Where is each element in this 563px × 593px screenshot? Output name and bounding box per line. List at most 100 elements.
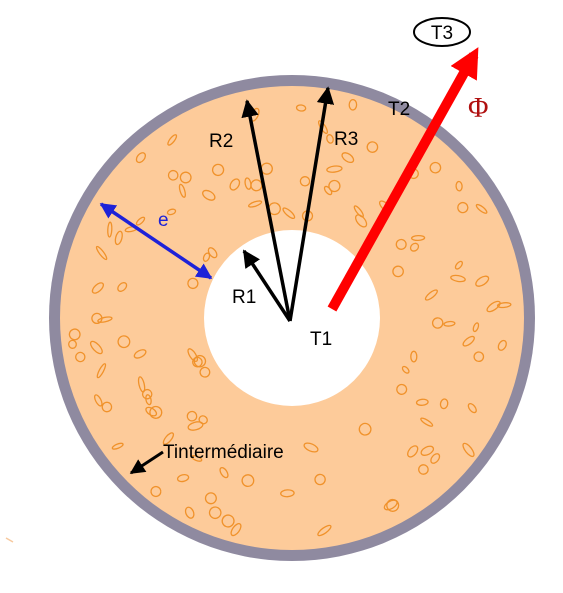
insulation-particle bbox=[431, 317, 444, 329]
insulation-particle bbox=[135, 152, 147, 164]
insulation-particle bbox=[418, 464, 429, 475]
insulation-particle bbox=[341, 152, 355, 164]
insulation-particle bbox=[348, 98, 358, 111]
insulation-particle bbox=[219, 466, 229, 479]
insulation-particle bbox=[176, 473, 190, 483]
intermediate-pointer-arrow bbox=[129, 450, 164, 475]
insulation-particle bbox=[250, 179, 263, 192]
insulation-particle bbox=[303, 442, 319, 453]
insulation-particle bbox=[396, 383, 408, 395]
insulation-particle bbox=[198, 415, 208, 425]
insulation-particle bbox=[457, 201, 469, 214]
insulation-particle bbox=[179, 171, 192, 184]
insulation-particle bbox=[326, 134, 334, 144]
label-thickness: e bbox=[158, 210, 169, 231]
radius-r3-arrow bbox=[288, 86, 335, 322]
insulation-particle bbox=[184, 506, 195, 519]
insulation-particle bbox=[401, 365, 410, 374]
insulation-particle bbox=[392, 265, 404, 278]
insulation-particle bbox=[409, 242, 420, 252]
insulation-particle bbox=[473, 351, 485, 363]
insulation-particle bbox=[410, 234, 426, 242]
insulation-particle bbox=[244, 177, 252, 190]
insulation-particle bbox=[410, 350, 418, 363]
insulation-particle bbox=[96, 363, 107, 379]
insulation-particle bbox=[211, 163, 225, 177]
insulation-particle bbox=[247, 200, 263, 208]
radius-r2-arrow bbox=[241, 99, 292, 322]
insulation-particle bbox=[301, 210, 314, 222]
insulation-particle bbox=[424, 289, 438, 301]
insulation-particle bbox=[187, 348, 199, 363]
insulation-particle bbox=[167, 169, 179, 181]
label-r1: R1 bbox=[232, 287, 256, 308]
insulation-particle bbox=[101, 401, 113, 413]
insulation-particle bbox=[299, 176, 311, 187]
t3-ambient-bubble bbox=[413, 17, 471, 47]
insulation-particle bbox=[415, 398, 429, 406]
insulation-particle bbox=[496, 302, 512, 309]
insulation-particle bbox=[358, 422, 372, 436]
insulation-particle bbox=[450, 274, 466, 283]
insulation-particle bbox=[455, 180, 463, 192]
insulation-particle bbox=[93, 394, 103, 407]
insulation-particle bbox=[91, 282, 105, 294]
insulation-particle bbox=[178, 183, 186, 198]
insulation-particle bbox=[420, 445, 435, 456]
insulation-particle bbox=[366, 141, 379, 153]
insulation-particle bbox=[407, 445, 419, 458]
insulation-particle bbox=[420, 417, 434, 427]
insulation-particle bbox=[221, 514, 235, 528]
insulation-particle bbox=[199, 366, 211, 378]
insulation-particle bbox=[229, 178, 241, 191]
insulation-particle bbox=[117, 335, 131, 349]
insulation-particle bbox=[167, 134, 178, 146]
insulation-particle bbox=[280, 489, 295, 498]
insulation-particle bbox=[241, 474, 255, 488]
insulation-particle bbox=[472, 322, 480, 333]
insulation-particle bbox=[204, 492, 217, 505]
insulation-particle bbox=[475, 203, 488, 214]
insulation-particle bbox=[91, 312, 103, 325]
insulation-particle bbox=[429, 161, 442, 174]
insulation-particle bbox=[443, 320, 456, 327]
insulation-particle bbox=[295, 104, 307, 112]
insulation-particle bbox=[202, 189, 216, 201]
insulation-particle bbox=[68, 328, 81, 341]
insulation-particle bbox=[145, 394, 152, 406]
insulation-particle bbox=[191, 454, 203, 462]
label-r3: R3 bbox=[334, 129, 358, 150]
label-t2: T2 bbox=[388, 99, 410, 120]
insulation-particle bbox=[162, 432, 175, 445]
insulation-particle bbox=[133, 349, 147, 359]
insulation-particle bbox=[462, 335, 475, 347]
insulation-particle bbox=[111, 442, 124, 450]
insulation-particle bbox=[326, 165, 343, 173]
insulation-particle bbox=[149, 405, 163, 419]
insulation-particle bbox=[317, 524, 332, 537]
insulation-particle bbox=[314, 473, 326, 486]
insulation-particle bbox=[117, 282, 128, 292]
insulation-particle bbox=[68, 339, 77, 349]
insulation-particle bbox=[75, 351, 86, 363]
insulation-particle bbox=[282, 207, 296, 220]
insulation-particle bbox=[141, 388, 153, 400]
insulation-particle bbox=[186, 410, 198, 422]
insulation-particle bbox=[475, 275, 490, 287]
insulation-particle bbox=[208, 506, 222, 520]
insulation-particle bbox=[145, 406, 158, 417]
label-r2: R2 bbox=[209, 131, 233, 152]
label-flux: Φ bbox=[468, 93, 488, 124]
insulation-particle bbox=[187, 277, 199, 290]
insulation-particle bbox=[97, 316, 113, 323]
insulation-particle bbox=[89, 340, 103, 355]
insulation-particle bbox=[354, 214, 368, 228]
insulation-particle bbox=[497, 339, 507, 351]
insulation-particle bbox=[439, 398, 449, 410]
corner-mark bbox=[5, 537, 14, 543]
label-t3: T3 bbox=[431, 23, 453, 44]
insulation-particle bbox=[230, 523, 242, 537]
label-t1: T1 bbox=[310, 329, 332, 350]
insulation-particle bbox=[150, 485, 162, 498]
